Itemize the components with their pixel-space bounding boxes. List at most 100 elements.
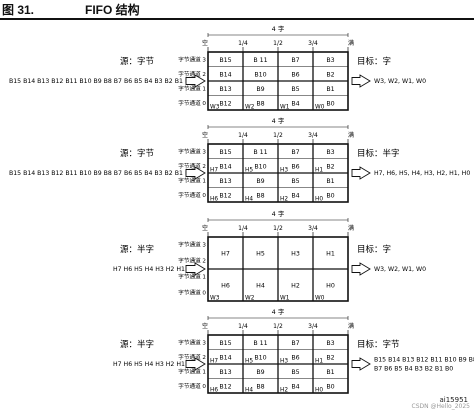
target-label: 目标：半字 (357, 148, 400, 159)
word-tag: H1 (315, 359, 323, 365)
fifo-cell-value: B14 (219, 163, 231, 170)
output-arrow (351, 262, 371, 276)
fifo-cell-value: B0 (326, 192, 334, 199)
fifo-cell-value: B12 (219, 383, 231, 390)
byte-lane-label: 字节通道 2 (178, 162, 206, 170)
word-tag: H4 (245, 197, 253, 203)
fifo-cell-value: B10 (254, 71, 266, 78)
watermark: CSDN @Hello_2025 (411, 403, 471, 410)
byte-lane-label: 字节通道 0 (178, 289, 206, 297)
word-tag: H4 (245, 388, 253, 394)
word-tag: H6 (210, 388, 218, 394)
scale-quarter: 1/4 (238, 40, 248, 47)
byte-lane-label: 字节通道 2 (178, 353, 206, 361)
output-arrow (351, 74, 371, 88)
width-label: 4 字 (272, 116, 285, 125)
byte-lane-label: 字节通道 1 (178, 367, 206, 375)
scale-quarter: 1/4 (238, 132, 248, 139)
scale-three-quarter: 3/4 (308, 40, 318, 47)
input-arrow (185, 74, 206, 88)
input-arrow (185, 357, 206, 371)
source-label: 源：字节 (120, 148, 155, 159)
fifo-cell-value: B15 (219, 149, 231, 156)
byte-lane-label: 字节通道 1 (178, 84, 206, 92)
fifo-cell-value: B13 (219, 369, 231, 376)
scale-empty: 空 (202, 39, 208, 47)
byte-lane-label: 字节通道 0 (178, 191, 206, 199)
fifo-cell-value: B9 (256, 86, 264, 93)
output-arrow (351, 166, 371, 180)
word-tag: H2 (280, 197, 288, 203)
byte-lane-label: 字节通道 3 (178, 338, 206, 346)
word-tag: W3 (210, 296, 220, 302)
fifo-cell-value: H3 (291, 251, 300, 258)
scale-half: 1/2 (273, 225, 283, 232)
fifo-cell-value: B14 (219, 354, 231, 361)
fifo-cell-value: B0 (326, 383, 334, 390)
fifo-cell-value: B8 (256, 100, 264, 107)
byte-lane-label: 字节通道 0 (178, 99, 206, 107)
fifo-cell-value: B9 (256, 178, 264, 185)
fifo-cell-value: B5 (291, 86, 299, 93)
fifo-cell-value: H4 (256, 283, 265, 290)
byte-lane-label: 字节通道 0 (178, 382, 206, 390)
output-stream: W3, W2, W1, W0 (374, 266, 426, 273)
target-label: 目标：字 (357, 56, 391, 67)
output-stream: H7, H6, H5, H4, H3, H2, H1, H0 (374, 170, 470, 177)
fifo-cell-value: B8 (256, 192, 264, 199)
scale-half: 1/2 (273, 132, 283, 139)
output-stream: W3, W2, W1, W0 (374, 78, 426, 85)
word-tag: H7 (210, 359, 218, 365)
target-label: 目标：字 (357, 244, 391, 255)
fifo-cell-value: B1 (326, 369, 334, 376)
reference-id: ai15951 (439, 396, 468, 404)
fifo-cell-value: B2 (326, 354, 334, 361)
byte-lane-label: 字节通道 1 (178, 273, 206, 281)
word-tag: H6 (210, 197, 218, 203)
byte-lane-label: 字节通道 2 (178, 257, 206, 265)
word-tag: H7 (210, 168, 218, 174)
figure-title: FIFO 结构 (85, 3, 140, 17)
input-arrow (185, 262, 206, 276)
fifo-cell-value: B14 (219, 71, 231, 78)
word-tag: H3 (280, 168, 288, 174)
fifo-cell-value: B15 (219, 57, 231, 64)
fifo-cell-value: B6 (291, 163, 299, 170)
fifo-cell-value: B6 (291, 71, 299, 78)
fifo-cell-value: B5 (291, 178, 299, 185)
source-label: 源：字节 (120, 56, 155, 67)
output-stream: B15 B14 B13 B12 B11 B10 B9 B8 (374, 357, 474, 364)
fifo-cell-value: B8 (256, 383, 264, 390)
fifo-cell-value: H2 (291, 283, 300, 290)
target-label: 目标：字节 (357, 339, 400, 350)
fifo-cell-value: B1 (326, 86, 334, 93)
fifo-cell-value: B0 (326, 100, 334, 107)
byte-lane-label: 字节通道 3 (178, 55, 206, 63)
fifo-cell-value: H7 (221, 251, 230, 258)
input-stream: H7 H6 H5 H4 H3 H2 H1 H0 (113, 361, 196, 368)
scale-full: 满 (348, 224, 354, 232)
scale-full: 满 (348, 131, 354, 139)
width-label: 4 字 (272, 209, 285, 218)
scale-quarter: 1/4 (238, 225, 248, 232)
word-tag: W1 (280, 105, 290, 111)
fifo-cell-value: B2 (326, 71, 334, 78)
fifo-cell-value: B1 (326, 178, 334, 185)
word-tag: W0 (315, 296, 325, 302)
byte-lane-label: 字节通道 3 (178, 241, 206, 249)
output-stream: B7 B6 B5 B4 B3 B2 B1 B0 (374, 366, 453, 373)
word-tag: H1 (315, 168, 323, 174)
word-tag: H2 (280, 388, 288, 394)
byte-lane-label: 字节通道 3 (178, 147, 206, 155)
byte-lane-label: 字节通道 2 (178, 70, 206, 78)
fifo-cell-value: B3 (326, 340, 334, 347)
input-stream: B15 B14 B13 B12 B11 B10 B9 B8 B7 B6 B5 B… (9, 170, 193, 177)
fifo-cell-value: B3 (326, 57, 334, 64)
fifo-cell-value: H6 (221, 283, 230, 290)
fifo-cell-value: B13 (219, 178, 231, 185)
word-tag: W2 (245, 296, 255, 302)
input-stream: H7 H6 H5 H4 H3 H2 H1 H0 (113, 266, 196, 273)
scale-half: 1/2 (273, 323, 283, 330)
fifo-cell-value: B 11 (253, 340, 267, 347)
word-tag: H5 (245, 168, 253, 174)
